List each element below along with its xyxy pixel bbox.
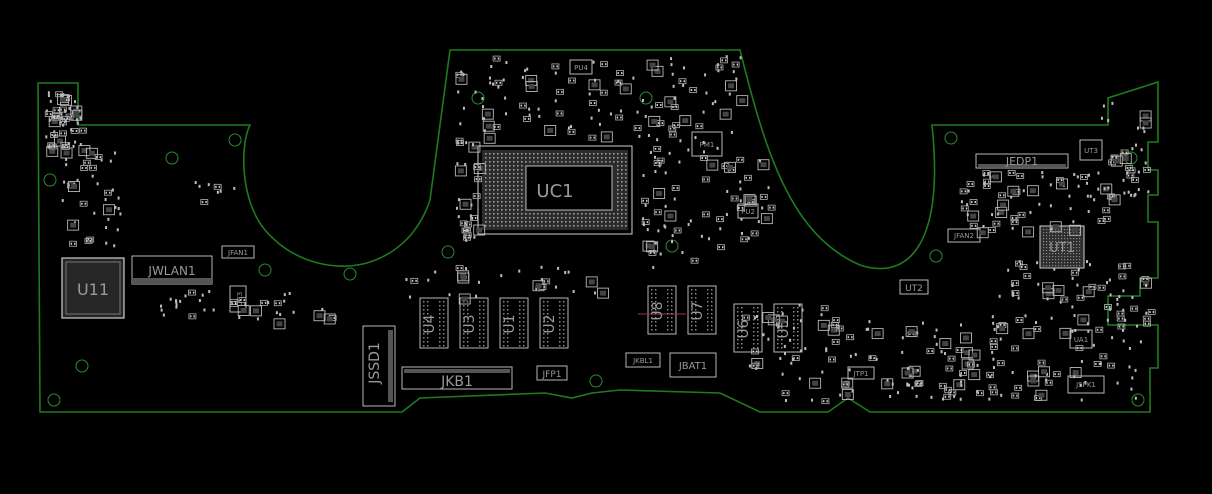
label-jtp1: JTP1 xyxy=(852,370,868,378)
chip-u11: U11 xyxy=(61,257,125,319)
connector-jtp1: JTP1 xyxy=(847,366,875,380)
connector-jspk1: JSPK1 xyxy=(1067,375,1105,394)
connector-jkb1: JKB1 xyxy=(401,366,513,390)
cpu-uc1: UC1 xyxy=(477,145,633,235)
label-u8: U8 xyxy=(650,301,666,320)
memory-u8: U8 xyxy=(638,285,686,335)
memory-u7: U7 xyxy=(687,285,717,335)
label-u7: U7 xyxy=(690,301,706,320)
label-jfan1: JFAN1 xyxy=(227,249,248,257)
label-jwlan1: JWLAN1 xyxy=(147,264,195,278)
label-uc1: UC1 xyxy=(536,181,573,202)
small-components xyxy=(44,55,1156,405)
label-jkbl1: JKBL1 xyxy=(632,357,653,365)
connector-jfp1: JFP1 xyxy=(536,365,568,381)
label-ua1: UA1 xyxy=(1074,336,1088,344)
label-u1: U1 xyxy=(502,314,518,333)
label-pu4: PU4 xyxy=(574,64,588,72)
connector-jssd1: JSSD1 xyxy=(362,325,396,407)
memory-u4: U4 xyxy=(419,297,449,349)
memory-u6: U6 xyxy=(733,303,763,353)
label-jfp1: JFP1 xyxy=(542,370,562,380)
memory-u2: U2 xyxy=(539,297,569,349)
memory-u3: U3 xyxy=(459,297,489,349)
label-u3: U3 xyxy=(462,314,478,333)
chip-pu4: PU4 xyxy=(569,59,593,75)
connector-jwlan1: JWLAN1 xyxy=(131,255,213,285)
label-uc3: UC3 xyxy=(236,292,244,306)
memory-u1: U1 xyxy=(499,297,529,349)
label-jssd1: JSSD1 xyxy=(367,342,383,385)
label-u11: U11 xyxy=(77,280,109,299)
label-jbat1: JBAT1 xyxy=(678,361,707,372)
connector-jfan1: JFAN1 xyxy=(221,245,255,259)
label-jfan2: JFAN2 xyxy=(953,232,974,240)
label-u5: U5 xyxy=(776,319,792,338)
chip-ut3: UT3 xyxy=(1079,139,1103,161)
connector-jbat1: JBAT1 xyxy=(669,352,717,378)
connector-jkbl1: JKBL1 xyxy=(625,352,661,368)
chip-pm1: PM1 xyxy=(691,131,723,157)
label-ut3: UT3 xyxy=(1084,147,1098,155)
connector-jfan2: JFAN2 xyxy=(947,228,981,243)
label-ut2: UT2 xyxy=(905,284,923,294)
label-pm1: PM1 xyxy=(700,141,715,149)
chip-ut2: UT2 xyxy=(899,279,929,295)
label-u2: U2 xyxy=(542,314,558,333)
label-u6: U6 xyxy=(736,319,752,338)
label-jkb1: JKB1 xyxy=(440,374,473,390)
label-u4: U4 xyxy=(422,314,438,333)
mounting-holes xyxy=(43,91,1145,407)
connector-jedp1: JEDP1 xyxy=(975,153,1069,169)
label-jedp1: JEDP1 xyxy=(1005,155,1038,168)
board-outline xyxy=(37,49,1159,413)
label-jspk1: JSPK1 xyxy=(1075,381,1096,389)
label-pu2: PU2 xyxy=(741,208,755,216)
